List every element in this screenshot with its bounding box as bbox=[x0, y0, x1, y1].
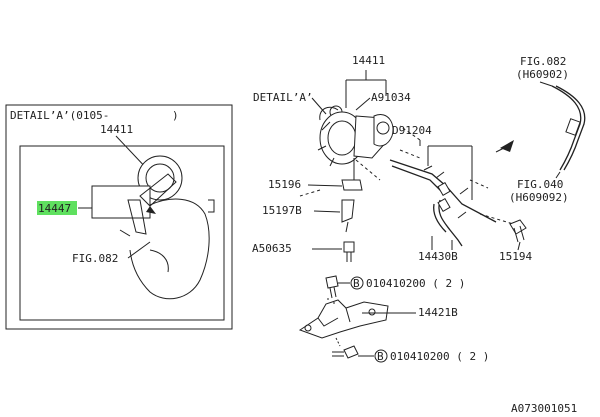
bolt-1 bbox=[325, 275, 339, 306]
detail-a-part-14411[interactable]: 14411 bbox=[100, 123, 133, 136]
bolt-2-marker: B bbox=[377, 350, 384, 363]
coolant-pipe bbox=[389, 159, 521, 247]
detail-part-14447[interactable]: 14447 bbox=[38, 202, 71, 215]
label-a91034[interactable]: A91034 bbox=[371, 91, 411, 104]
bolt-1-marker: B bbox=[353, 277, 360, 290]
label-a50635[interactable]: A50635 bbox=[252, 242, 292, 255]
label-bolt-1-code[interactable]: 010410200 ( 2 ) bbox=[366, 277, 465, 290]
leader-detail-a bbox=[311, 97, 327, 115]
label-detail-a[interactable]: DETAIL’A’ bbox=[253, 91, 313, 104]
leader-fig-040 bbox=[555, 171, 561, 179]
part-15197b bbox=[341, 199, 355, 223]
label-15196[interactable]: 15196 bbox=[268, 178, 301, 191]
label-15197b[interactable]: 15197B bbox=[262, 204, 302, 217]
label-h60902[interactable]: (H60902) bbox=[516, 68, 569, 81]
catalog-id: A073001051 bbox=[511, 402, 577, 415]
label-14430b[interactable]: 14430B bbox=[418, 250, 458, 263]
main-assembly: 14411 DETAIL’A’ A91034 D91204 bbox=[252, 54, 586, 363]
hose-fitting bbox=[565, 118, 581, 136]
leader-15197b bbox=[313, 210, 341, 213]
detail-turbo-sketch bbox=[91, 155, 215, 300]
detail-a-title: DETAIL’A’(0105- bbox=[10, 109, 109, 122]
part-15196 bbox=[341, 179, 363, 191]
label-14411[interactable]: 14411 bbox=[352, 54, 385, 67]
leader-fig-082 bbox=[539, 81, 553, 87]
pipe-clamp-2 bbox=[437, 197, 451, 213]
detail-pipe-block bbox=[91, 185, 151, 219]
detail-a-title-close: ) bbox=[172, 109, 179, 122]
leader-14411 bbox=[345, 70, 387, 108]
bracket-14421b bbox=[298, 299, 389, 339]
bolt-2-marker-icon bbox=[374, 349, 388, 363]
leader-15194 bbox=[517, 241, 521, 251]
leader-fig-082-detail bbox=[127, 241, 151, 259]
detail-turbo-outline bbox=[129, 198, 210, 300]
detail-bracket bbox=[127, 199, 147, 235]
turbo-compressor bbox=[373, 114, 394, 147]
turbocharger bbox=[317, 105, 421, 185]
label-d91204[interactable]: D91204 bbox=[392, 124, 432, 137]
highlight-box bbox=[37, 201, 77, 215]
pipe-clamp-1 bbox=[437, 181, 451, 197]
label-fig-082[interactable]: FIG.082 bbox=[520, 55, 566, 68]
label-h609092[interactable]: (H609092) bbox=[509, 191, 569, 204]
bracket-plate bbox=[298, 299, 389, 339]
detail-a-frame bbox=[5, 104, 233, 330]
detail-a-panel: DETAIL’A’(0105- ) 14411 14447 FIG.082 bbox=[5, 104, 233, 330]
label-bolt-2-code[interactable]: 010410200 ( 2 ) bbox=[390, 350, 489, 363]
label-14421b[interactable]: 14421B bbox=[418, 306, 458, 319]
bolt-2 bbox=[332, 337, 359, 359]
label-15194[interactable]: 15194 bbox=[499, 250, 532, 263]
detail-oil-pipe bbox=[139, 173, 177, 207]
detail-arrow-icon bbox=[146, 206, 156, 214]
leader-14430b bbox=[431, 236, 453, 250]
leader-15196 bbox=[307, 184, 343, 187]
leader-a91034 bbox=[355, 97, 371, 111]
bolt-15194 bbox=[509, 219, 527, 243]
leader-d91204 bbox=[419, 140, 473, 200]
bolt-1-marker-icon bbox=[350, 276, 364, 290]
detail-fig-082[interactable]: FIG.082 bbox=[72, 252, 118, 265]
label-fig-040[interactable]: FIG.040 bbox=[517, 178, 563, 191]
oil-hose bbox=[551, 85, 586, 171]
detail-a-inner-frame bbox=[19, 145, 225, 321]
bolt-a50635 bbox=[343, 241, 355, 262]
